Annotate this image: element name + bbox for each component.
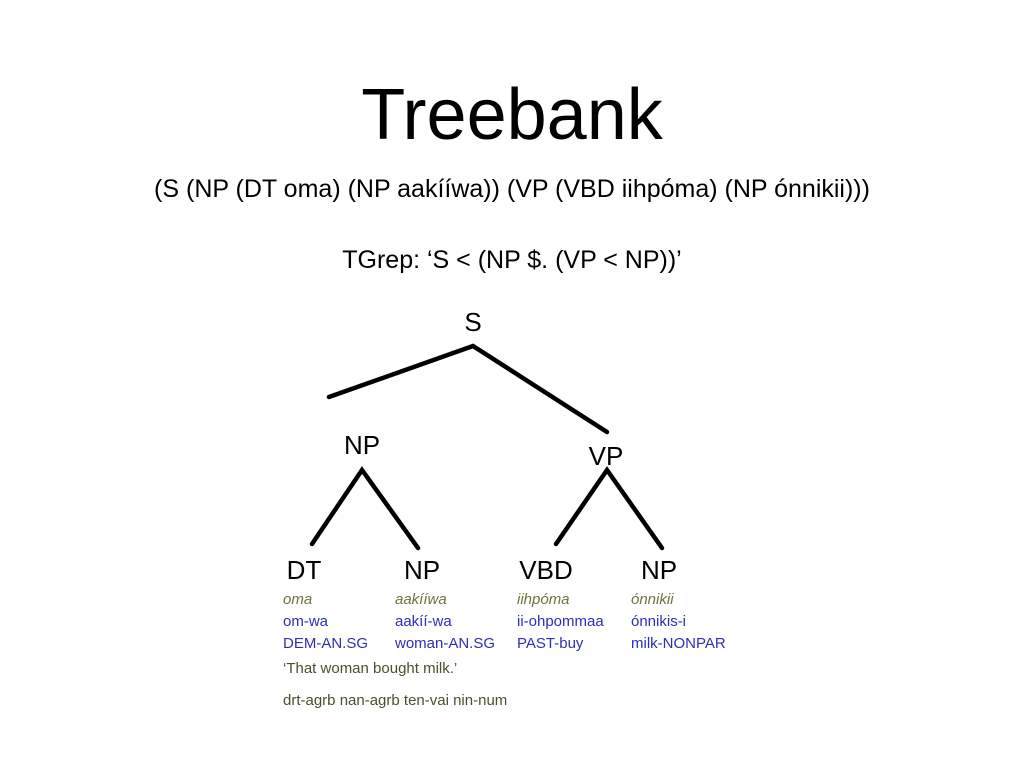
page-title: Treebank: [361, 75, 663, 155]
tree-node-vbd: VBD: [519, 555, 573, 585]
gloss-cell: ónnikis-i: [631, 613, 687, 630]
gloss-row-surface: oma aakííwa iihpóma ónnikii: [283, 590, 753, 612]
branch-np-to-dt-np: [309, 466, 421, 551]
gloss-cell: ónnikii: [631, 591, 674, 608]
tree-node-dt: DT: [286, 555, 322, 585]
gloss-free-translation: ‘That woman bought milk.’: [283, 660, 458, 677]
gloss-cell: aakííwa: [395, 591, 447, 608]
gloss-cell: om-wa: [283, 613, 329, 630]
tree-node-s: S: [464, 307, 482, 337]
gloss-cell: ii-ohpommaa: [517, 613, 604, 630]
gloss-cell: woman-AN.SG: [395, 635, 496, 652]
gloss-row-tags: DEM-AN.SG woman-AN.SG PAST-buy milk-NONP…: [283, 634, 753, 656]
bracket-notation-line: (S (NP (DT oma) (NP aakííwa)) (VP (VBD i…: [154, 175, 870, 203]
tree-node-np-subject: NP: [343, 430, 381, 460]
gloss-cell: oma: [283, 591, 313, 608]
tgrep-query-line: TGrep: ‘S < (NP $. (VP < NP))’: [342, 246, 682, 274]
tree-node-np-object: NP: [640, 555, 678, 585]
branch-s-to-np-vp: [326, 343, 610, 435]
gloss-cell: iihpóma: [517, 591, 570, 608]
branch-vp-to-vbd-np: [553, 466, 665, 551]
gloss-cell: milk-NONPAR: [631, 635, 726, 652]
tree-node-vp: VP: [588, 441, 624, 471]
gloss-footer-tags: drt-agrb nan-agrb ten-vai nin-num: [283, 692, 508, 709]
interlinear-gloss-block: oma aakííwa iihpóma ónnikii om-wa aakíí-…: [283, 590, 753, 710]
gloss-cell: PAST-buy: [517, 635, 584, 652]
tree-node-np-inner: NP: [403, 555, 441, 585]
gloss-cell: DEM-AN.SG: [283, 635, 369, 652]
gloss-cell: aakíí-wa: [395, 613, 452, 630]
gloss-row-morphemes: om-wa aakíí-wa ii-ohpommaa ónnikis-i: [283, 612, 753, 634]
